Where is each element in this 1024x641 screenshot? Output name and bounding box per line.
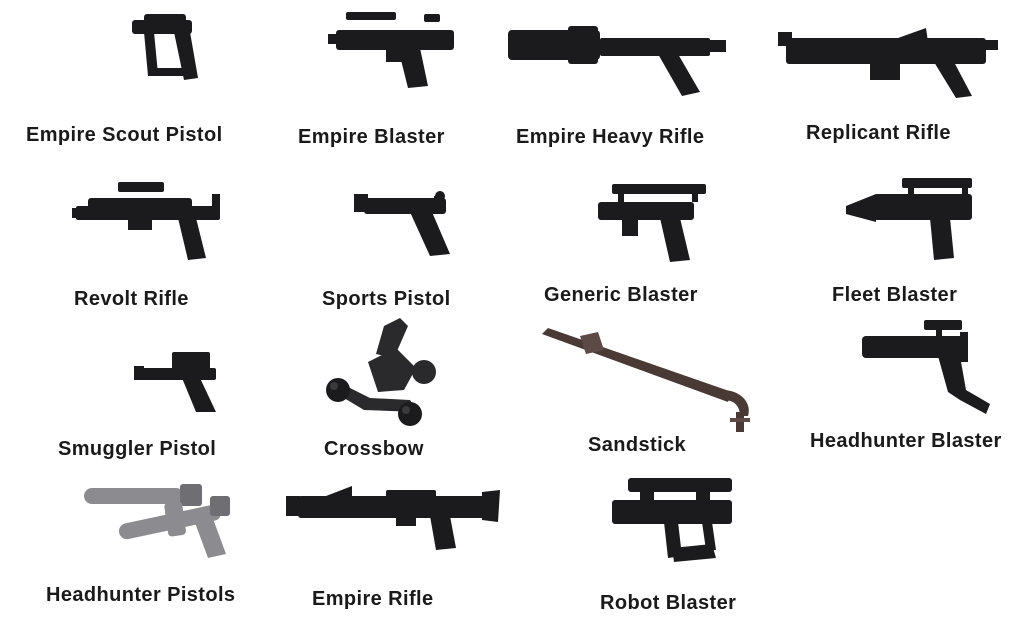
weapon-label: Crossbow [324, 438, 424, 460]
weapon-label: Smuggler Pistol [58, 438, 217, 460]
scout-pistol-icon [132, 14, 198, 80]
sandstick-icon [542, 328, 750, 432]
replicant-rifle-icon [778, 28, 998, 98]
weapon-label: Sports Pistol [322, 288, 451, 310]
weapon-label: Robot Blaster [600, 592, 737, 614]
weapon-label: Sandstick [588, 434, 687, 456]
weapon-label: Replicant Rifle [806, 122, 951, 144]
smuggler-pistol-icon [134, 352, 216, 412]
weapon-label: Revolt Rifle [74, 288, 189, 310]
generic-blaster-icon [598, 184, 706, 262]
weapon-label: Headhunter Pistols [46, 584, 236, 606]
headhunter-pistols-icon [84, 484, 230, 558]
headhunter-blaster-icon [862, 320, 990, 414]
revolt-rifle-icon [72, 182, 220, 260]
empire-rifle-icon [286, 486, 500, 550]
weapon-label: Headhunter Blaster [810, 430, 1002, 452]
empire-blaster-icon [328, 12, 454, 88]
weapon-label: Empire Blaster [298, 126, 445, 148]
weapon-label: Empire Heavy Rifle [516, 126, 705, 148]
weapon-label: Generic Blaster [544, 284, 698, 306]
weapon-label: Empire Rifle [312, 588, 434, 610]
weapon-label: Empire Scout Pistol [26, 124, 223, 146]
weapon-label: Fleet Blaster [832, 284, 958, 306]
crossbow-icon [326, 318, 436, 426]
fleet-blaster-icon [846, 178, 972, 260]
heavy-rifle-icon [508, 26, 726, 96]
robot-blaster-icon [612, 478, 732, 562]
sports-pistol-icon [354, 191, 450, 256]
